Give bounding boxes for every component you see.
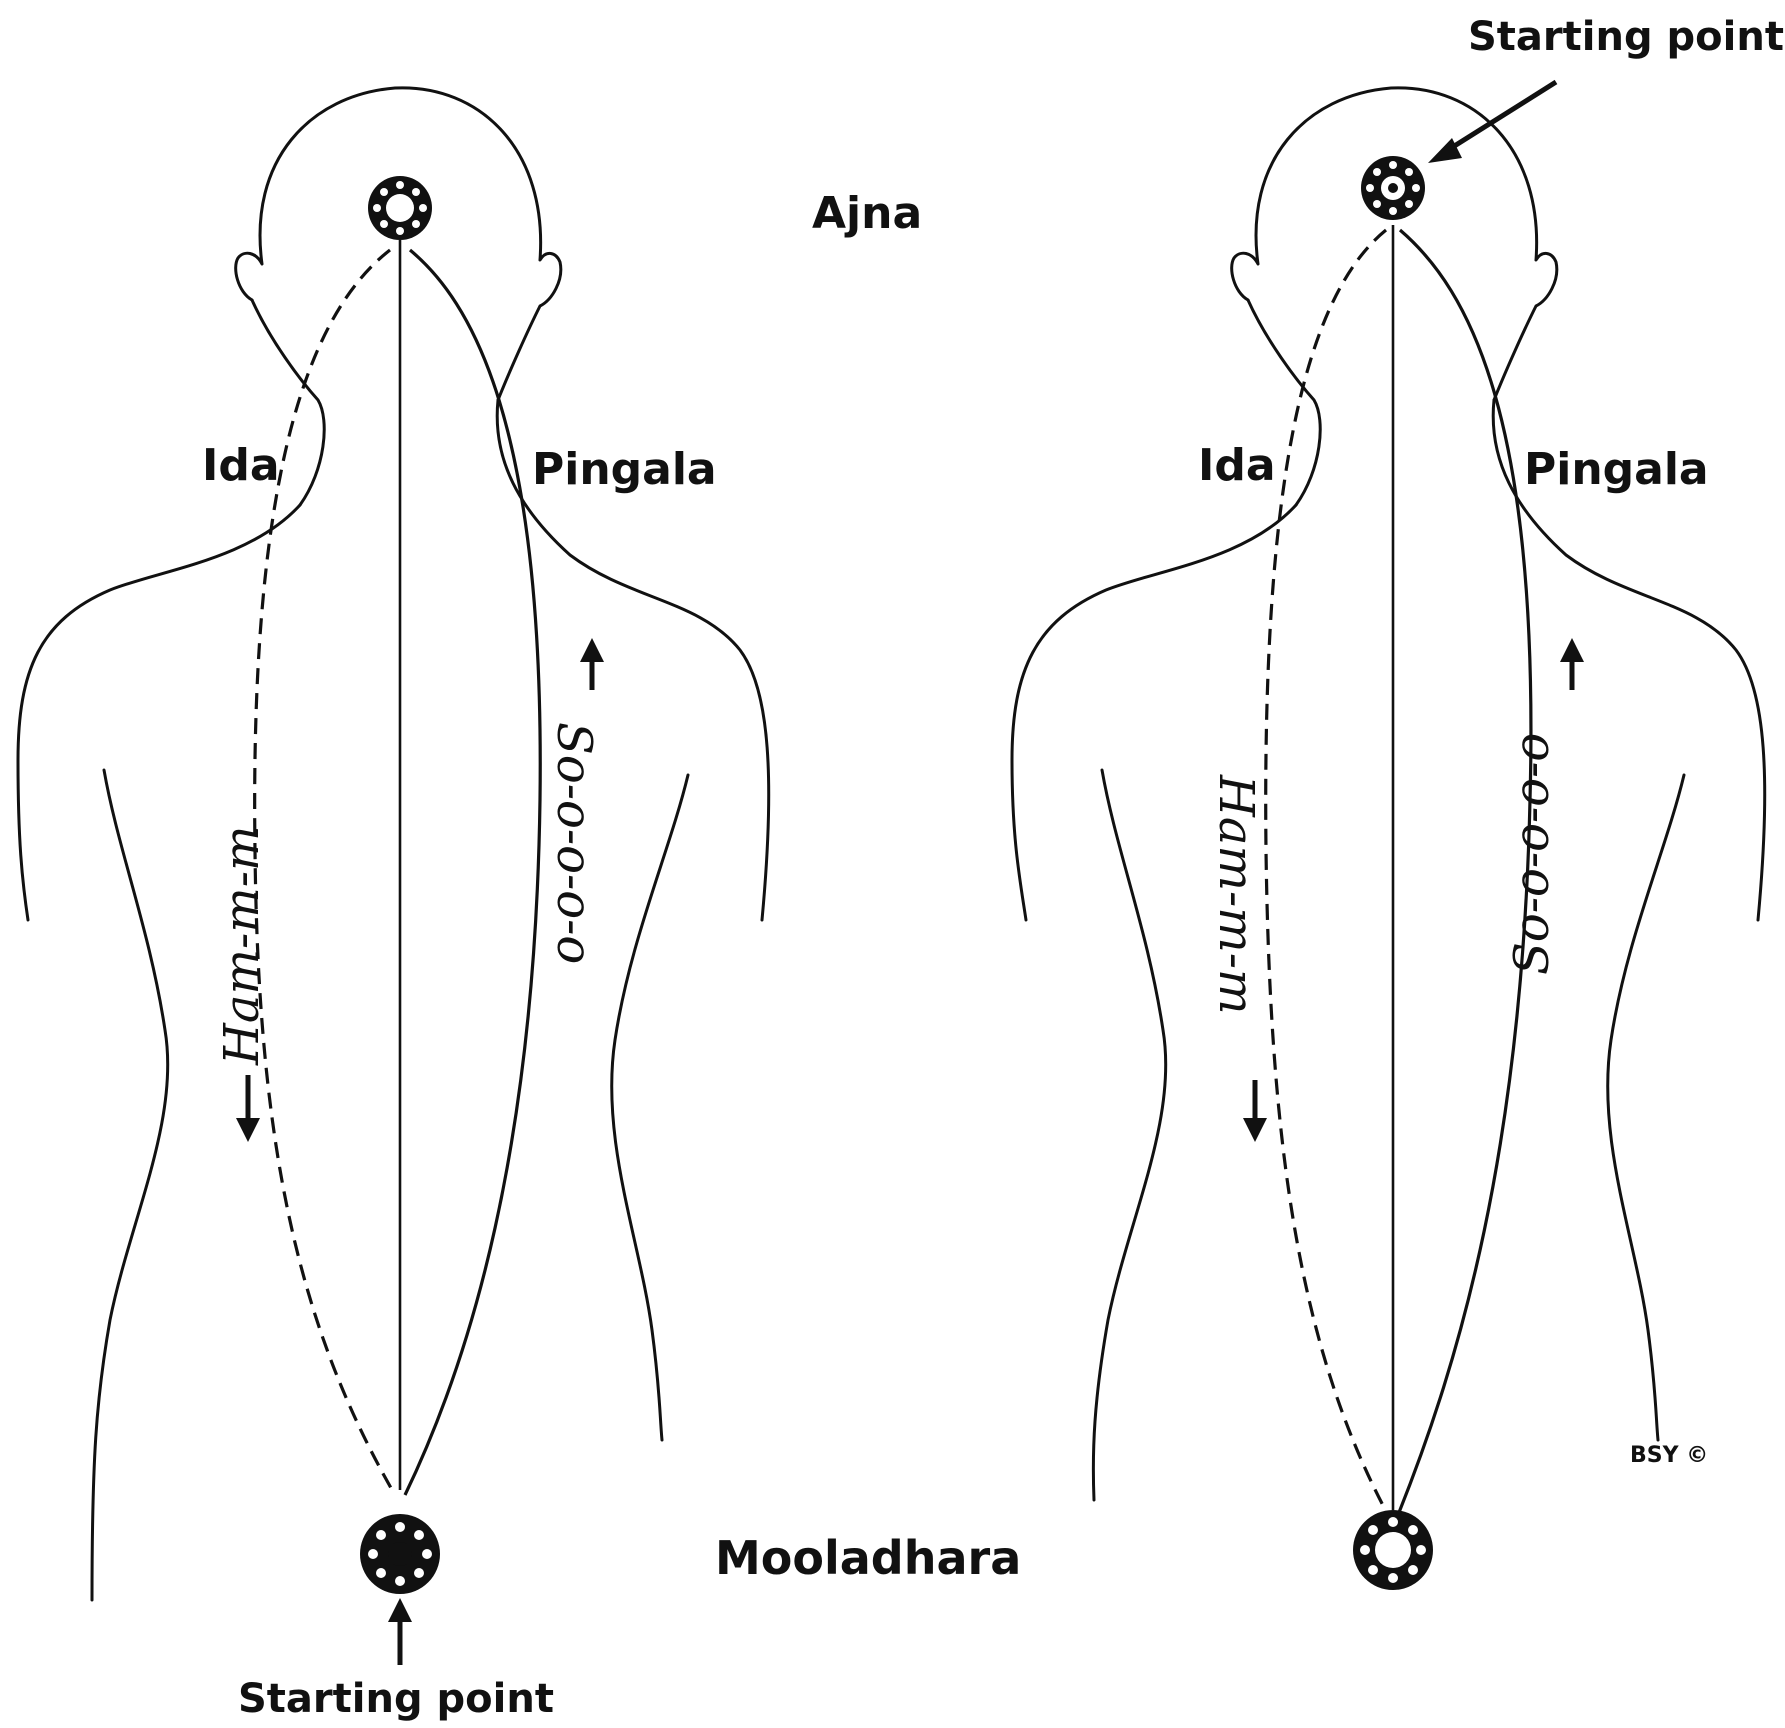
right-ida-label: Ida bbox=[1198, 440, 1276, 491]
right-chakra-mooladhara-icon bbox=[1353, 1510, 1433, 1590]
chakra-ajna-icon bbox=[368, 176, 432, 240]
chakra-mooladhara-icon bbox=[360, 1514, 440, 1594]
left-pingala-path bbox=[405, 250, 540, 1495]
right-so-mantra: So-o-o-o-o bbox=[1504, 733, 1560, 975]
right-ida-path bbox=[1266, 230, 1388, 1515]
right-ham-mantra: Ham-m-m bbox=[1208, 774, 1264, 1014]
mooladhara-label: Mooladhara bbox=[715, 1531, 1021, 1585]
ajna-label: Ajna bbox=[812, 188, 922, 239]
left-start-arrow-icon bbox=[388, 1598, 412, 1665]
right-figure: Starting point Ida Pingala Ham-m-m So-o-… bbox=[1012, 14, 1784, 1590]
right-chakra-ajna-icon bbox=[1361, 156, 1425, 220]
credit-label: BSY © bbox=[1630, 1443, 1708, 1468]
left-so-arrow-icon bbox=[580, 638, 604, 690]
right-so-arrow-icon bbox=[1560, 638, 1584, 690]
left-torso-right bbox=[612, 775, 688, 1440]
left-head-outline bbox=[236, 88, 561, 400]
left-pingala-label: Pingala bbox=[532, 444, 717, 495]
right-ham-arrow-icon bbox=[1243, 1080, 1267, 1142]
left-ida-label: Ida bbox=[202, 440, 280, 491]
left-so-mantra: So-o-o-o-o bbox=[546, 722, 602, 964]
right-pingala-label: Pingala bbox=[1524, 444, 1709, 495]
left-starting-point-label: Starting point bbox=[238, 1676, 554, 1722]
left-torso-left bbox=[92, 770, 168, 1600]
right-torso-right bbox=[1608, 775, 1684, 1440]
right-starting-point-label: Starting point bbox=[1468, 14, 1784, 60]
left-figure: Ajna Ida Pingala Mooladhara Starting poi… bbox=[18, 88, 1021, 1722]
left-ham-arrow-icon bbox=[236, 1075, 260, 1142]
right-start-arrow-icon bbox=[1428, 82, 1556, 163]
right-torso-left bbox=[1093, 770, 1165, 1500]
left-ham-mantra: Ham-m-m bbox=[214, 826, 270, 1066]
